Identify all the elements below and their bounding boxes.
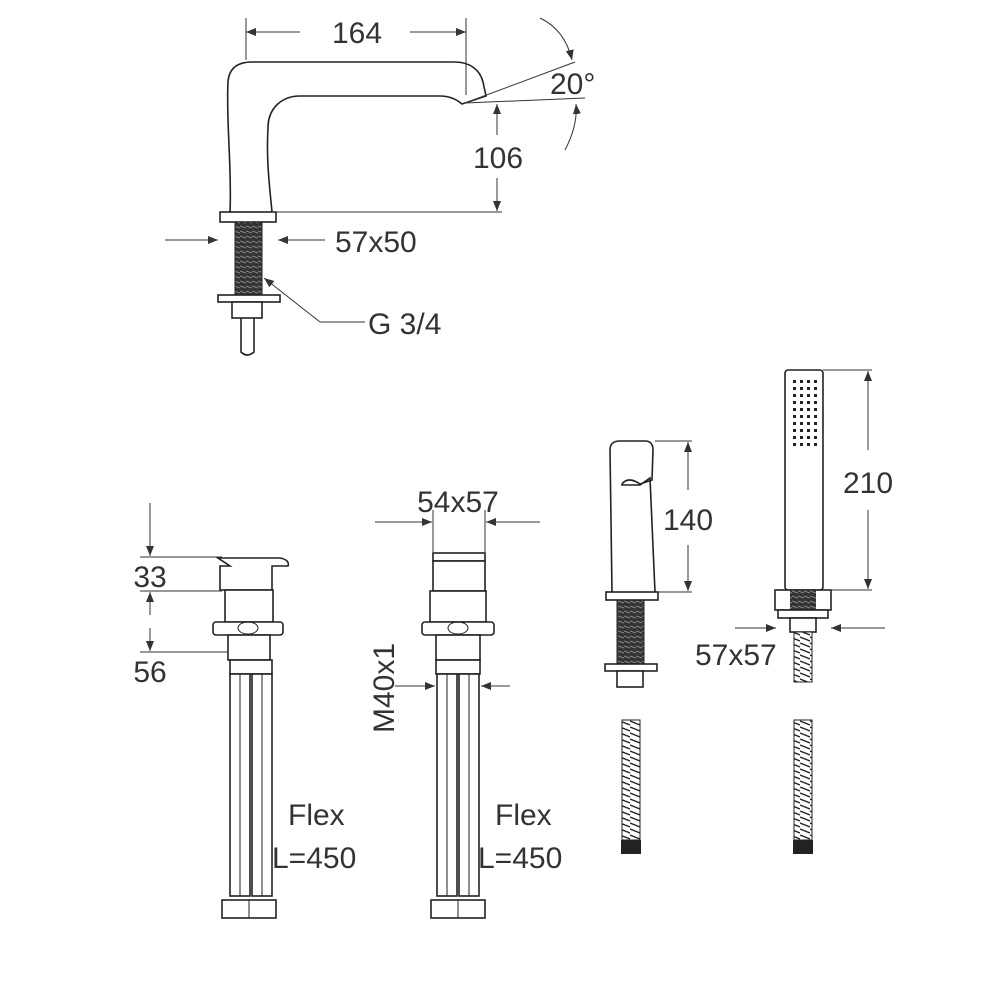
spout-angle-label: 20° [550,68,595,101]
hose-length-label-1: L=450 [272,842,356,875]
shower-base-label: 57x57 [695,639,777,672]
body-height-label: 56 [133,656,166,689]
hand-shower: 210 57x57 [695,369,893,854]
hose-label-1: Flex [288,799,345,832]
hose-label-2: Flex [495,799,552,832]
valve-thread-label: M40x1 [368,643,401,733]
spout-base-label: 57x50 [335,226,417,259]
handle-height-label: 33 [133,561,166,594]
spout-thread-label: G 3/4 [368,308,441,341]
spout-height-label: 106 [473,142,523,175]
shower-height-label: 210 [843,467,893,500]
spout-width-label: 164 [332,17,382,50]
valve-handle: 54x57 M40x1 Flex L=450 [368,486,562,919]
valve-base-label: 54x57 [417,486,499,519]
hose-length-label-2: L=450 [478,842,562,875]
top-spout: 164 20° 106 57x50 G 3/4 [165,17,595,356]
small-spout: 140 [604,440,713,854]
small-spout-height-label: 140 [663,504,713,537]
mixer-handle: 33 56 Flex L=450 [133,503,356,919]
